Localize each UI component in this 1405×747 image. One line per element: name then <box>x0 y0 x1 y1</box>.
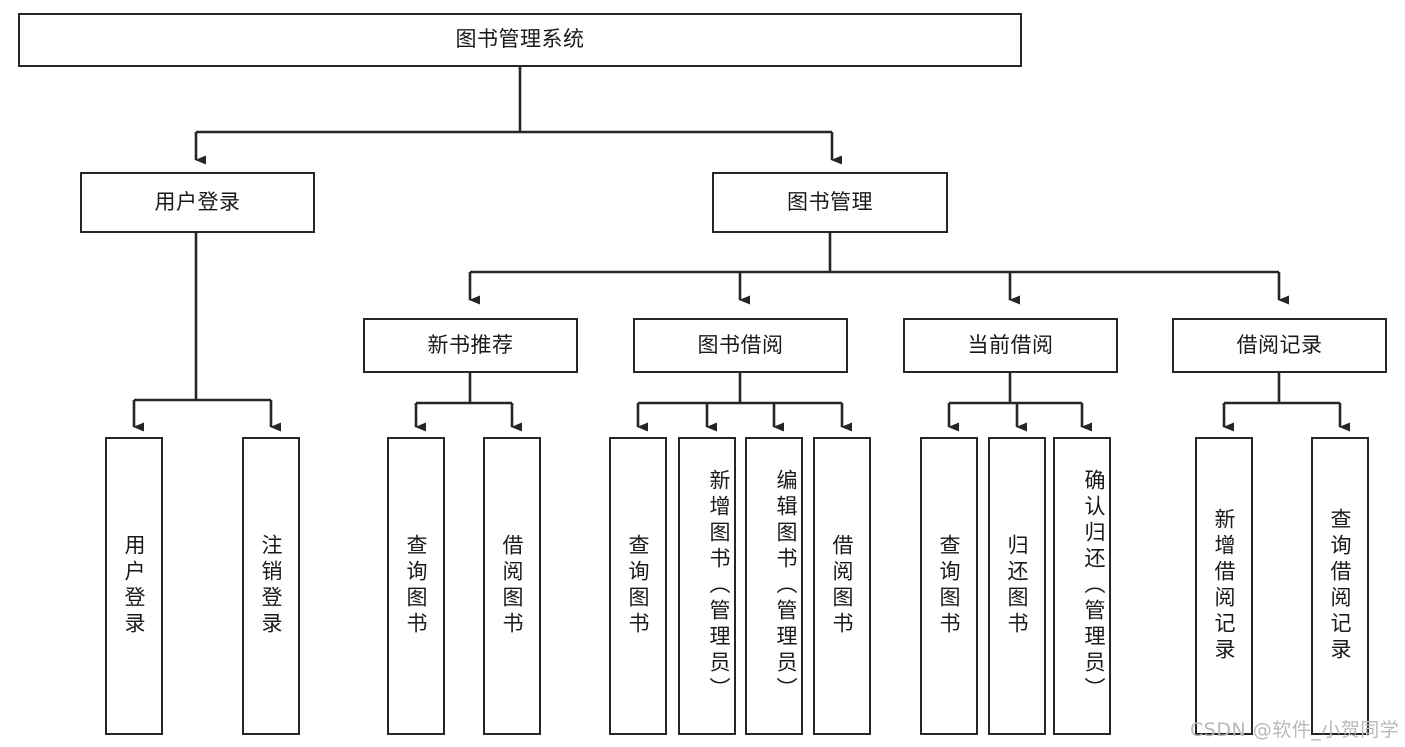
node-leaf-query-book-3[interactable]: 查询图书 <box>920 437 978 735</box>
node-borrow-record-label: 借阅记录 <box>1236 332 1323 357</box>
node-root-label: 图书管理系统 <box>455 27 585 52</box>
node-leaf-query-book-2[interactable]: 查询图书 <box>609 437 667 735</box>
node-new-book-recommend[interactable]: 新书推荐 <box>363 318 578 373</box>
node-leaf-query-record[interactable]: 查询借阅记录 <box>1311 437 1369 735</box>
node-leaf-confirm-return-label: 确认归还（管理员） <box>1082 469 1106 703</box>
node-new-book-recommend-label: 新书推荐 <box>427 332 514 357</box>
node-leaf-add-book-label: 新增图书（管理员） <box>707 469 731 703</box>
node-leaf-query-book-3-label: 查询图书 <box>937 534 961 638</box>
node-user-login-label: 用户登录 <box>154 189 241 214</box>
node-root[interactable]: 图书管理系统 <box>18 13 1022 67</box>
node-leaf-add-book[interactable]: 新增图书（管理员） <box>678 437 736 735</box>
node-leaf-confirm-return[interactable]: 确认归还（管理员） <box>1053 437 1111 735</box>
node-book-manage[interactable]: 图书管理 <box>712 172 948 233</box>
node-book-manage-label: 图书管理 <box>787 189 873 214</box>
node-leaf-add-record-label: 新增借阅记录 <box>1212 508 1236 664</box>
node-leaf-edit-book-label: 编辑图书（管理员） <box>774 469 798 703</box>
node-leaf-borrow-book-1-label: 借阅图书 <box>500 534 524 638</box>
node-leaf-return-book[interactable]: 归还图书 <box>988 437 1046 735</box>
node-leaf-user-logout[interactable]: 注销登录 <box>242 437 300 735</box>
node-current-borrow-label: 当前借阅 <box>967 332 1054 357</box>
node-leaf-borrow-book-2[interactable]: 借阅图书 <box>813 437 871 735</box>
node-leaf-query-book-1[interactable]: 查询图书 <box>387 437 445 735</box>
node-leaf-add-record[interactable]: 新增借阅记录 <box>1195 437 1253 735</box>
node-leaf-borrow-book-1[interactable]: 借阅图书 <box>483 437 541 735</box>
node-leaf-user-logout-label: 注销登录 <box>259 534 283 638</box>
node-current-borrow[interactable]: 当前借阅 <box>903 318 1118 373</box>
node-book-borrow[interactable]: 图书借阅 <box>633 318 848 373</box>
node-leaf-user-login[interactable]: 用户登录 <box>105 437 163 735</box>
node-leaf-edit-book[interactable]: 编辑图书（管理员） <box>745 437 803 735</box>
node-borrow-record[interactable]: 借阅记录 <box>1172 318 1387 373</box>
node-leaf-return-book-label: 归还图书 <box>1005 534 1029 638</box>
node-leaf-query-book-1-label: 查询图书 <box>404 534 428 638</box>
node-leaf-user-login-label: 用户登录 <box>122 534 146 638</box>
node-leaf-query-book-2-label: 查询图书 <box>626 534 650 638</box>
node-user-login[interactable]: 用户登录 <box>80 172 315 233</box>
node-leaf-borrow-book-2-label: 借阅图书 <box>830 534 854 638</box>
node-book-borrow-label: 图书借阅 <box>697 332 784 357</box>
node-leaf-query-record-label: 查询借阅记录 <box>1328 508 1352 664</box>
